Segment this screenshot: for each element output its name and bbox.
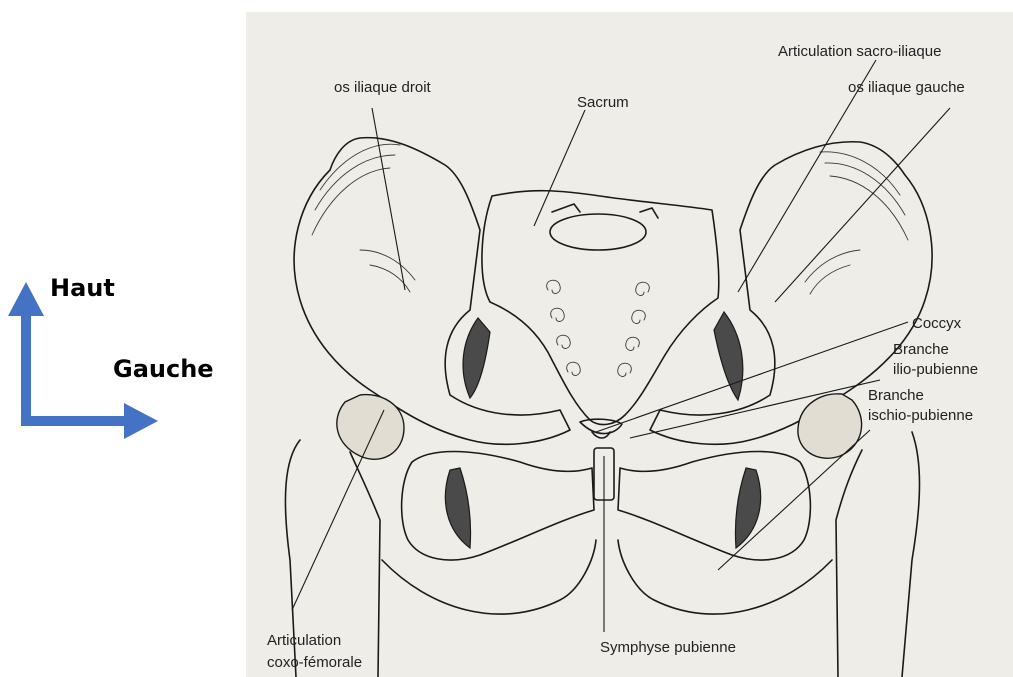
up-arrow-head [8, 282, 44, 316]
label-articulation-coxo-femorale-line1: Articulation [267, 632, 341, 649]
label-sacrum: Sacrum [577, 94, 629, 111]
label-branche-ilio-pubienne-line2: ilio-pubienne [893, 361, 978, 378]
pelvis-illustration: os iliaque droit Sacrum Articulation sac… [246, 12, 1013, 677]
up-direction-label: Haut [50, 274, 115, 302]
label-branche-ischio-pubienne-line2: ischio-pubienne [868, 407, 973, 424]
label-branche-ilio-pubienne-line1: Branche [893, 341, 949, 358]
orientation-indicator: Haut Gauche [8, 274, 214, 439]
label-os-iliaque-droit: os iliaque droit [334, 79, 432, 96]
vertical-arrow-shaft [21, 312, 31, 426]
label-articulation-coxo-femorale-line2: coxo-fémorale [267, 654, 362, 671]
label-symphyse-pubienne: Symphyse pubienne [600, 639, 736, 656]
horizontal-arrow-shaft [21, 416, 127, 426]
left-direction-label: Gauche [113, 355, 214, 383]
label-articulation-sacro-iliaque: Articulation sacro-iliaque [778, 43, 941, 60]
label-coccyx: Coccyx [912, 315, 962, 332]
right-arrow-head [124, 403, 158, 439]
label-branche-ischio-pubienne-line1: Branche [868, 387, 924, 404]
label-os-iliaque-gauche: os iliaque gauche [848, 79, 965, 96]
